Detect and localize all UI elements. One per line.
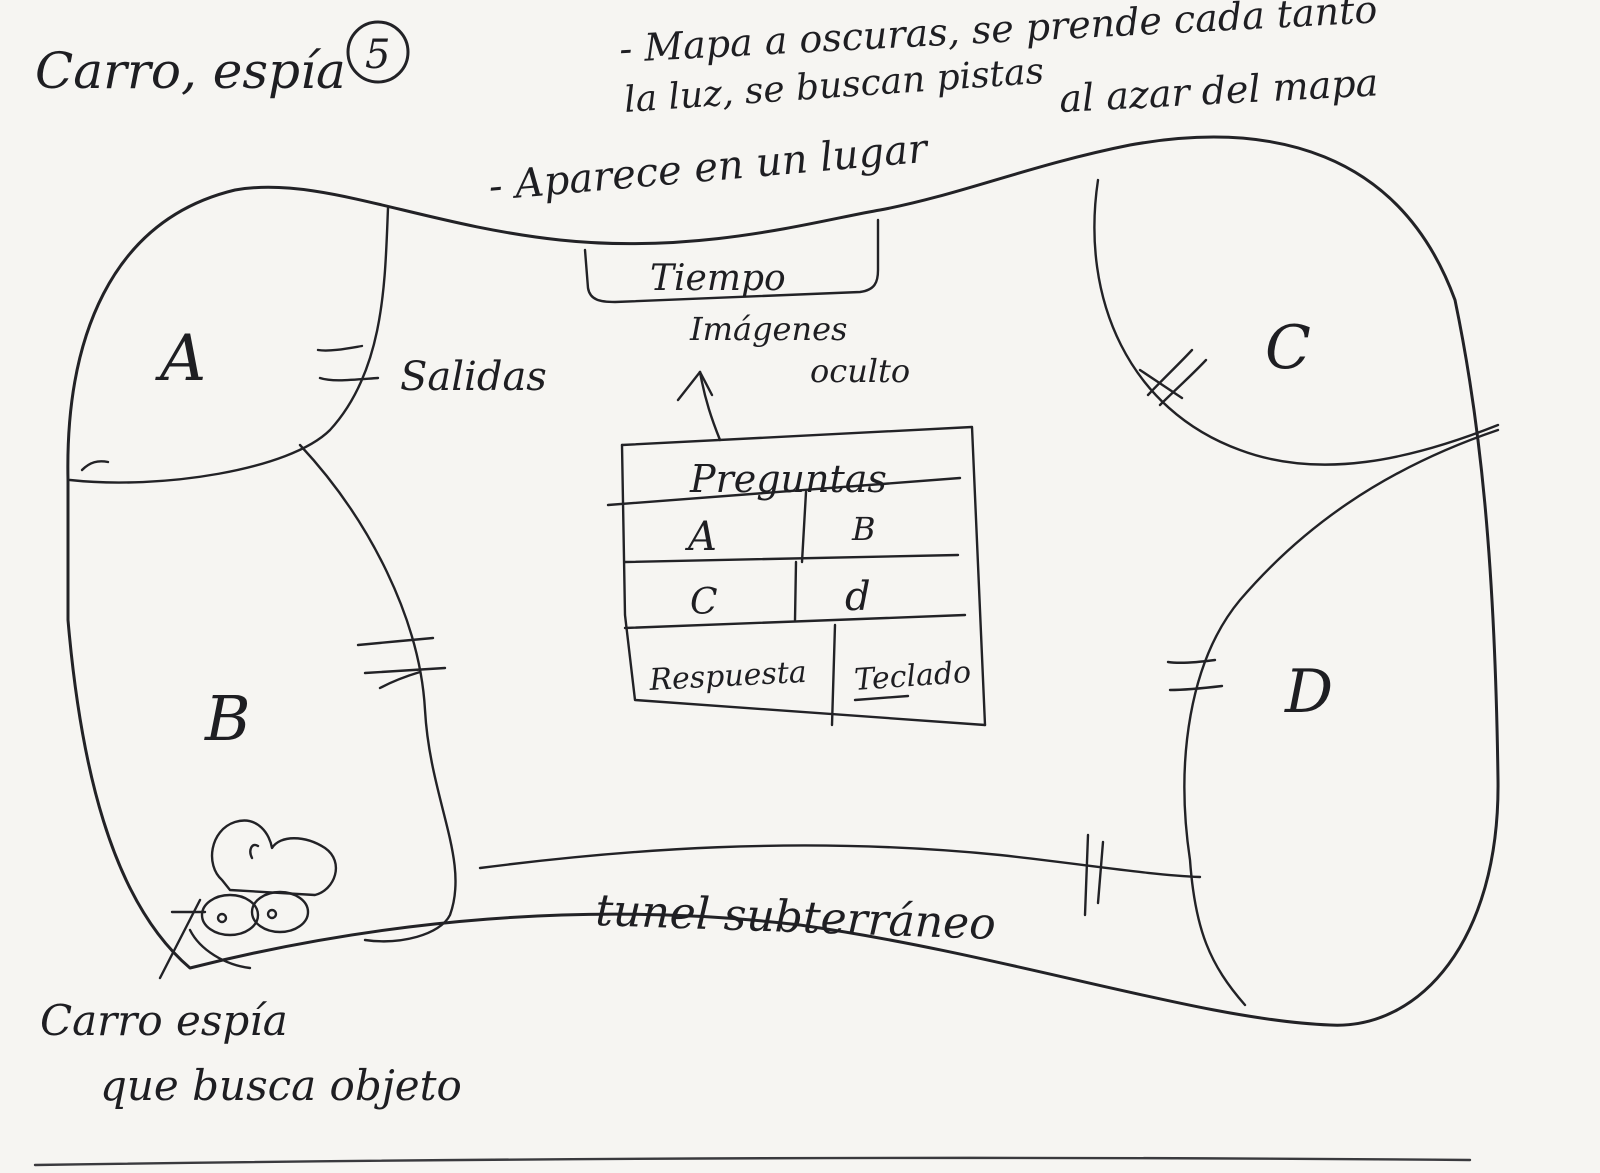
option-c-button[interactable]: C xyxy=(690,582,718,623)
map-outline xyxy=(66,135,1500,1027)
room-b-boundary xyxy=(298,443,457,943)
option-a-label: A xyxy=(684,514,717,560)
option-d-button[interactable]: d xyxy=(845,574,871,620)
spy-car-icon xyxy=(170,819,337,970)
note-line-3: al azar del mapa xyxy=(1058,60,1379,121)
car-pointer-line xyxy=(158,898,202,980)
questions-header: Preguntas xyxy=(689,457,887,501)
sketch-title: Carro, espía xyxy=(35,42,346,100)
option-b-button[interactable]: B xyxy=(851,510,876,548)
page-number: 5 xyxy=(365,32,390,78)
room-b-label: B xyxy=(204,682,251,755)
exit-mark-room-d xyxy=(1166,658,1224,692)
tunnel-door xyxy=(1083,833,1105,917)
room-a-boundary xyxy=(68,206,390,484)
tunnel-label: tunel subterráneo xyxy=(595,885,997,950)
tunnel-path xyxy=(478,844,1202,879)
keyboard-label: Teclado xyxy=(853,655,972,698)
option-d-label: d xyxy=(845,574,871,620)
exit-mark-room-b xyxy=(356,636,447,690)
room-d-label: D xyxy=(1284,657,1333,727)
keyboard-button[interactable]: Teclado xyxy=(853,655,972,702)
car-caption-line2: que busca objeto xyxy=(100,1061,462,1110)
timer-label: Tiempo xyxy=(650,258,786,299)
timer-box xyxy=(583,218,880,304)
images-label: Imágenes xyxy=(689,310,847,348)
option-a-button[interactable]: A xyxy=(684,514,717,560)
room-c-boundary xyxy=(1093,178,1500,466)
exit-mark-room-c xyxy=(1138,348,1208,407)
room-a-label: A xyxy=(155,322,206,396)
car-caption-line1: Carro espía xyxy=(40,996,288,1045)
page-edge-line xyxy=(33,1156,1472,1167)
arrow-up-icon xyxy=(676,370,722,442)
page-number-badge: 5 xyxy=(346,20,410,84)
option-b-label: B xyxy=(851,510,876,548)
note-line-4: - Aparece en un lugar xyxy=(487,126,932,210)
question-panel xyxy=(606,425,987,727)
images-sublabel: oculto xyxy=(810,352,910,390)
room-c-label: C xyxy=(1265,313,1311,383)
answer-label: Respuesta xyxy=(648,655,808,698)
answer-field[interactable]: Respuesta xyxy=(648,655,808,698)
exit-mark-room-a xyxy=(316,344,380,382)
room-d-boundary xyxy=(1183,428,1500,1007)
option-c-label: C xyxy=(690,582,718,623)
exits-label: Salidas xyxy=(400,354,547,400)
